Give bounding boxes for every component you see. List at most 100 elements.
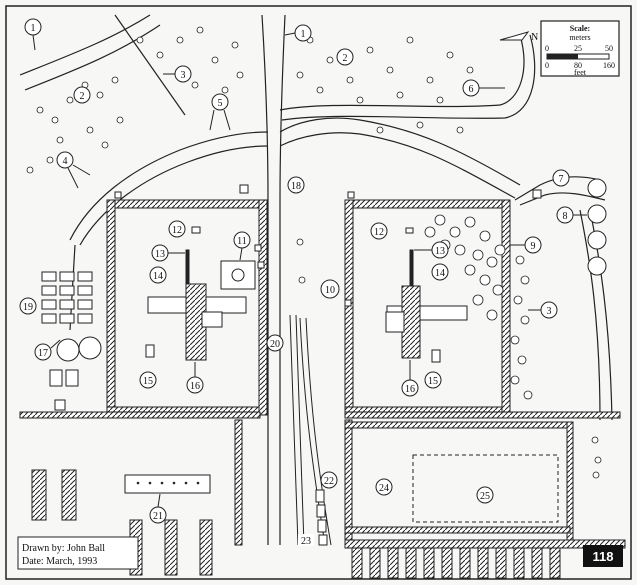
marker-m2a: 2 [73,86,91,104]
left-compound [106,199,268,416]
marker-label: 24 [379,483,389,494]
marker-m22: 22 [320,471,338,489]
marker-m2b: 2 [336,48,354,66]
marker-m14b: 14 [431,263,449,281]
marker-m23: 23 [298,534,314,547]
scale-tick: 50 [605,44,613,53]
marker-m13b: 13 [414,241,449,259]
marker-m19: 19 [19,297,37,315]
marker-label: 3 [181,70,186,81]
marker-label: 8 [563,211,568,222]
marker-m6: 6 [462,79,505,97]
marker-label: 20 [270,339,280,350]
marker-m1a: 1 [24,18,42,51]
marker-label: 1 [31,23,36,34]
scale-title: Scale: [570,24,590,33]
lot-19 [41,271,93,324]
south-fence-left [19,411,261,419]
marker-label: 22 [324,476,334,487]
sw-dots [136,481,200,485]
tanks-17 [49,336,102,411]
marker-m21: 21 [149,493,167,524]
drawn-by: Drawn by: John Ball [22,543,105,554]
marker-label: 13 [155,249,165,260]
marker-label: 16 [190,381,200,392]
marker-m15b: 15 [424,371,442,389]
marker-m11: 11 [233,231,251,261]
marker-label: 3 [547,306,552,317]
page-number: 118 [593,549,614,564]
scale-tick: 25 [574,44,582,53]
marker-m17: 17 [34,339,61,361]
page-number-badge: 118 [583,545,623,567]
marker-m7: 7 [552,169,570,187]
marker-m15a: 15 [139,371,157,389]
marker-label: 11 [237,236,247,247]
marker-label: 7 [559,174,564,185]
scale-tick: 160 [603,61,615,70]
marker-label: 14 [153,271,163,282]
marker-m4: 4 [56,151,91,189]
roads [19,14,613,545]
marker-label: 18 [291,181,301,192]
credit-box: Drawn by: John Ball Date: March, 1993 [17,536,139,570]
drawn-date: Date: March, 1993 [22,556,97,567]
marker-m10: 10 [320,279,340,299]
marker-label: 10 [325,285,335,296]
marker-m8: 8 [556,206,587,224]
left-buildings [145,226,256,361]
south-fence-right [344,411,621,419]
marker-m25: 25 [476,486,494,504]
scale-box: Scale: meters 0 25 50 0 80 160 feet [540,20,620,77]
marker-m1b: 1 [284,24,312,42]
marker-m14a: 14 [149,266,167,284]
trees [26,26,602,479]
marker-m12b: 12 [370,222,388,240]
tanks [587,178,607,276]
marker-label: 25 [480,491,490,502]
marker-label: 15 [143,376,153,387]
marker-label: 21 [153,511,163,522]
marker-m3a: 3 [163,65,192,83]
field-25 [412,454,559,523]
marker-label: 4 [63,156,68,167]
marker-label: 17 [38,348,48,359]
right-buildings [385,227,468,363]
railcars [315,489,328,546]
marker-m20: 20 [266,334,284,352]
marker-m3b: 3 [528,301,558,319]
north-arrow: N [499,31,538,43]
marker-m24: 24 [375,478,393,496]
marker-label: 9 [531,241,536,252]
marker-label: 14 [435,268,445,279]
marker-label: 12 [374,227,384,238]
scale-unit-bottom: feet [574,68,587,77]
gatehouses [114,184,542,307]
map-frame [5,5,632,580]
marker-m12a: 12 [168,220,186,238]
markers: 1 1 2 2 3 3 4 5 6 7 8 9 10 11 12 12 13 1… [19,18,587,547]
north-label: N [531,32,538,43]
marker-label: 12 [172,225,182,236]
marker-m13a: 13 [151,244,185,262]
marker-label: 19 [23,302,33,313]
rail-tracks [289,314,332,546]
marker-label: 23 [301,536,311,547]
marker-m16a: 16 [186,362,204,394]
marker-label: 2 [80,91,85,102]
marker-m16b: 16 [401,360,419,397]
marker-label: 2 [343,53,348,64]
sw-buildings [31,469,213,576]
marker-label: 1 [301,29,306,40]
scale-tick: 0 [545,61,549,70]
marker-m18: 18 [287,176,305,194]
south-left-enclosure [234,419,243,546]
marker-label: 13 [435,246,445,257]
marker-label: 15 [428,376,438,387]
marker-m5: 5 [209,93,231,131]
marker-label: 5 [218,98,223,109]
bottom-barracks [344,539,626,579]
scale-tick: 80 [574,61,582,70]
